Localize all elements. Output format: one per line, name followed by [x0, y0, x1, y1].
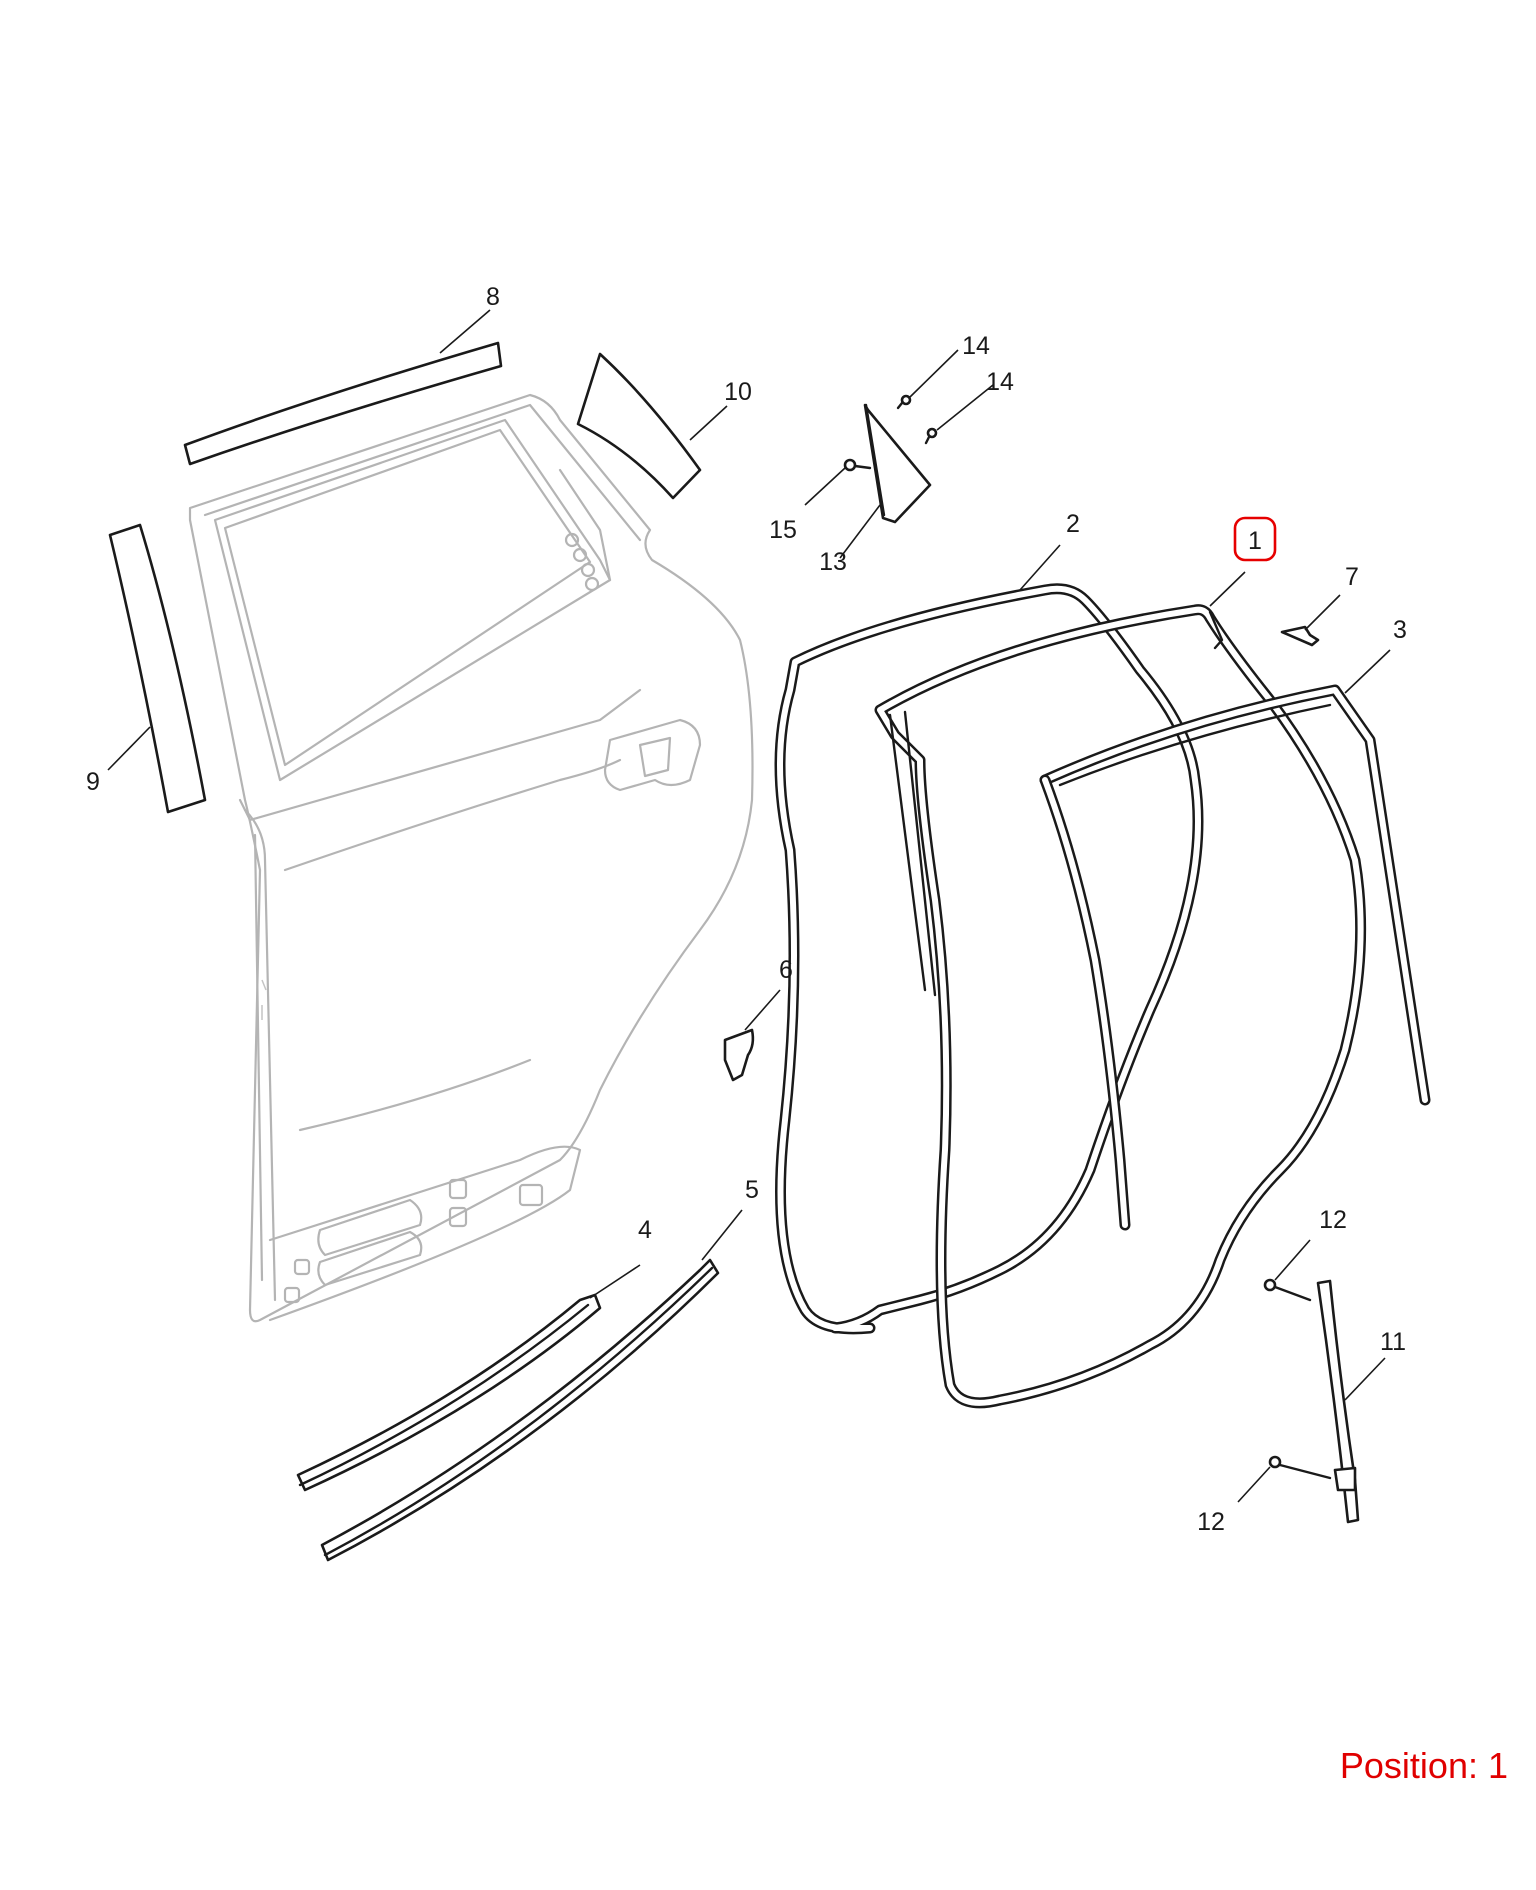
part-3-window-channel — [1039, 684, 1431, 1231]
callout-12-lower: 12 — [1197, 1508, 1225, 1536]
callout-4: 4 — [638, 1216, 652, 1244]
part-2-door-seal — [774, 583, 1204, 1335]
callout-2: 2 — [1066, 510, 1080, 538]
callout-8: 8 — [486, 283, 500, 311]
callout-labels: 1 2 3 4 5 6 7 8 9 10 11 12 12 13 14 14 1… — [86, 283, 1407, 1536]
callout-3: 3 — [1393, 616, 1407, 644]
callout-14-lower: 14 — [986, 368, 1014, 396]
callout-1: 1 — [1248, 527, 1262, 555]
position-prefix: Position: — [1339, 1745, 1488, 1786]
callout-14-upper: 14 — [962, 332, 990, 360]
callout-15: 15 — [769, 516, 797, 544]
position-value: 1 — [1487, 1745, 1508, 1786]
part-1-inner-door-seal — [874, 604, 1367, 1409]
callout-5: 5 — [745, 1176, 759, 1204]
part-5-belt-moulding — [320, 1258, 720, 1562]
callout-10: 10 — [724, 378, 752, 406]
part-9-pillar-trim — [108, 523, 207, 814]
part-8-roof-trim — [183, 341, 503, 466]
position-indicator: Position: 1 — [1340, 1745, 1508, 1787]
leader-lines — [107, 309, 1391, 1503]
callout-11: 11 — [1380, 1328, 1406, 1356]
callout-9: 9 — [86, 768, 100, 796]
part-10-trim-strip — [576, 352, 702, 500]
fasteners-14-15 — [843, 394, 938, 472]
part-4-belt-moulding — [296, 1293, 602, 1492]
part-13-applique — [863, 403, 932, 524]
callout-7: 7 — [1345, 563, 1359, 591]
callout-12-upper: 12 — [1319, 1206, 1347, 1234]
part-11-channel-bracket — [1316, 1279, 1360, 1524]
fasteners-12 — [1263, 1278, 1332, 1480]
rear-door-shell — [188, 393, 754, 1323]
callout-13: 13 — [819, 548, 847, 576]
part-7-clip — [1280, 625, 1320, 647]
callout-6: 6 — [779, 956, 793, 984]
part-6-bracket — [723, 1028, 755, 1082]
callout-1-highlight-box — [1233, 516, 1277, 562]
